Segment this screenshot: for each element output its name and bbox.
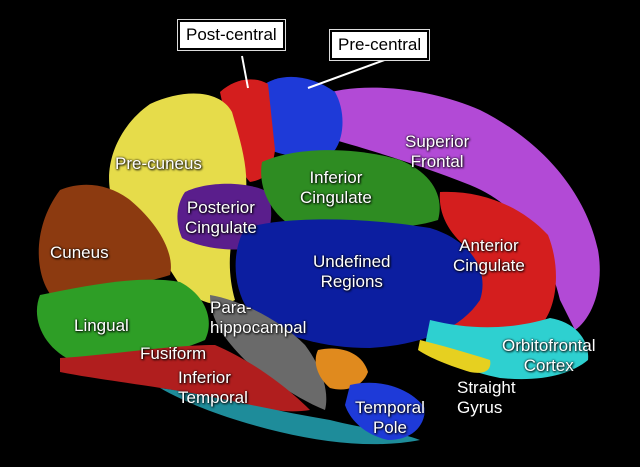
cuneus-region: [38, 184, 171, 300]
cuneus-label: Cuneus: [50, 243, 109, 263]
inferior-temporal-line1: Inferior: [178, 368, 231, 387]
fusiform-text: Fusiform: [140, 344, 207, 363]
inferior-temporal-region: [160, 388, 420, 445]
precuneus-label: Pre-cuneus: [115, 154, 202, 174]
parahippocampal-label: Para- hippocampal: [210, 298, 306, 338]
inferior-cingulate-line1: Inferior: [309, 168, 363, 187]
cuneus-text: Cuneus: [50, 243, 109, 262]
superior-frontal-region: [318, 87, 600, 331]
temporal-pole-line1: Temporal: [355, 398, 425, 417]
lingual-label: Lingual: [74, 316, 129, 336]
anterior-cingulate-label: Anterior Cingulate: [453, 236, 525, 276]
anterior-cingulate-line1: Anterior: [459, 236, 519, 255]
superior-frontal-line1: Superior: [405, 132, 470, 151]
lingual-text: Lingual: [74, 316, 129, 335]
orbitofrontal-line1: Orbitofrontal: [502, 336, 596, 355]
parahippocampal-line2: hippocampal: [210, 318, 307, 337]
undefined-regions-line2: Regions: [320, 272, 383, 291]
undefined-regions-line1: Undefined: [313, 252, 391, 271]
pre-central-leader: [307, 57, 391, 89]
inferior-temporal-label: Inferior Temporal: [178, 368, 248, 408]
undefined-regions-label: Undefined Regions: [313, 252, 391, 292]
superior-frontal-line2: Frontal: [410, 152, 464, 171]
straight-gyrus-label: Straight Gyrus: [457, 378, 516, 418]
precuneus-region: [109, 93, 247, 305]
inferior-cingulate-label: Inferior Cingulate: [300, 168, 372, 208]
posterior-cingulate-line1: Posterior: [186, 198, 255, 217]
posterior-cingulate-label: Posterior Cingulate: [185, 198, 257, 238]
parahippocampal-region: [210, 295, 327, 410]
anterior-cingulate-line2: Cingulate: [453, 256, 525, 275]
undefined-regions: [235, 219, 483, 348]
fusiform-label: Fusiform: [140, 344, 206, 364]
post-central-leader: [241, 55, 249, 89]
amygdala-region: [315, 348, 368, 390]
temporal-pole-region: [345, 382, 425, 440]
fusiform-region: [60, 345, 310, 412]
post-central-label: Post-central: [186, 25, 277, 44]
superior-frontal-label: Superior Frontal: [405, 132, 469, 172]
post-central-callout: Post-central: [177, 19, 286, 51]
pre-central-region: [262, 76, 343, 157]
straight-gyrus-line1: Straight: [457, 378, 516, 397]
post-central-region: [220, 79, 275, 182]
lingual-region: [36, 279, 209, 363]
straight-gyrus-region: [418, 340, 491, 373]
inferior-cingulate-line2: Cingulate: [300, 188, 372, 207]
temporal-pole-label: Temporal Pole: [355, 398, 425, 438]
pre-central-label: Pre-central: [338, 35, 422, 54]
straight-gyrus-line2: Gyrus: [457, 398, 503, 417]
inferior-temporal-line2: Temporal: [178, 388, 248, 407]
precuneus-text: Pre-cuneus: [115, 154, 202, 173]
inferior-cingulate-region: [261, 150, 440, 229]
orbitofrontal-label: Orbitofrontal Cortex: [502, 336, 596, 376]
parahippocampal-line1: Para-: [210, 298, 252, 317]
orbitofrontal-line2: Cortex: [523, 356, 574, 375]
pre-central-callout: Pre-central: [328, 29, 431, 61]
posterior-cingulate-line2: Cingulate: [185, 218, 257, 237]
temporal-pole-line2: Pole: [372, 418, 407, 437]
